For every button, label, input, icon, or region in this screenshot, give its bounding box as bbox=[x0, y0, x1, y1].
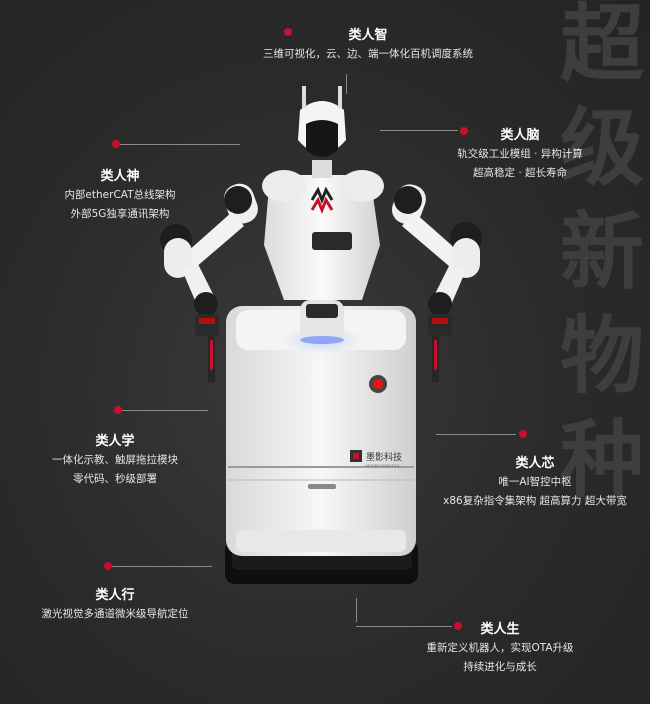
feature-title: 类人行 bbox=[95, 588, 135, 603]
slogan-watermark: 超级新物种 bbox=[560, 0, 645, 509]
feature-line: 三维可视化，云、边、端一体化百机调度系统 bbox=[263, 48, 473, 60]
right-arm bbox=[340, 170, 482, 382]
brand-logo-icon bbox=[350, 450, 362, 462]
feature-line: 一体化示教、触屏拖拉模块 bbox=[52, 454, 178, 466]
feature-line: 超高稳定 · 超长寿命 bbox=[472, 167, 567, 179]
connector-line bbox=[122, 410, 208, 411]
feature-title: 类人神 bbox=[100, 169, 140, 184]
feature-line: 内部etherCAT总线架构 bbox=[64, 189, 176, 201]
bullet-dot bbox=[284, 28, 292, 36]
feature-zhi: 类人智 三维可视化，云、边、端一体化百机调度系统 bbox=[218, 24, 518, 64]
connector-line bbox=[346, 74, 347, 94]
feature-line: 外部5G独享通讯架构 bbox=[70, 208, 170, 220]
feature-shen: 类人神 内部etherCAT总线架构 外部5G独享通讯架构 bbox=[50, 165, 190, 224]
bullet-dot bbox=[454, 622, 462, 630]
feature-line: 重新定义机器人，实现OTA升级 bbox=[426, 642, 574, 654]
feature-line: 激光视觉多通道微米级导航定位 bbox=[41, 608, 189, 620]
connector-line bbox=[356, 626, 452, 627]
base-logo-text: 墨影科技 bbox=[366, 451, 402, 463]
face-visor bbox=[306, 120, 338, 157]
base-logo-sub: MOYING ROBOTICS bbox=[366, 464, 400, 468]
base-cabinet bbox=[226, 306, 416, 556]
connector-line bbox=[436, 434, 516, 435]
feature-sheng: 类人生 重新定义机器人，实现OTA升级 持续进化与成长 bbox=[400, 618, 600, 677]
bullet-dot bbox=[519, 430, 527, 438]
torso-logo-icon bbox=[310, 186, 334, 215]
feature-line: 零代码、秒级部署 bbox=[73, 473, 157, 485]
feature-nao: 类人脑 轨交级工业模组 · 异构计算 超高稳定 · 超长寿命 bbox=[440, 124, 600, 183]
connector-line bbox=[112, 566, 212, 567]
feature-line: 持续进化与成长 bbox=[463, 661, 537, 673]
connector-line bbox=[380, 130, 458, 131]
bullet-dot bbox=[114, 406, 122, 414]
bullet-dot bbox=[112, 140, 120, 148]
feature-xue: 类人学 一体化示教、触屏拖拉模块 零代码、秒级部署 bbox=[40, 430, 190, 489]
left-arm bbox=[160, 170, 306, 382]
connector-line bbox=[120, 144, 240, 145]
feature-line: 唯一AI智控中枢 bbox=[498, 476, 572, 488]
feature-title: 类人学 bbox=[95, 434, 135, 449]
feature-title: 类人生 bbox=[480, 622, 520, 637]
feature-line: x86复杂指令集架构 超高算力 超大带宽 bbox=[443, 495, 627, 507]
bullet-dot bbox=[104, 562, 112, 570]
bullet-dot bbox=[460, 127, 468, 135]
feature-xing: 类人行 激光视觉多通道微米级导航定位 bbox=[20, 584, 210, 624]
feature-line: 轨交级工业模组 · 异构计算 bbox=[457, 148, 583, 160]
connector-line bbox=[356, 598, 357, 622]
feature-title: 类人芯 bbox=[515, 456, 555, 471]
feature-title: 类人脑 bbox=[500, 128, 540, 143]
feature-title: 类人智 bbox=[348, 28, 388, 43]
feature-xin: 类人芯 唯一AI智控中枢 x86复杂指令集架构 超高算力 超大带宽 bbox=[430, 452, 640, 511]
